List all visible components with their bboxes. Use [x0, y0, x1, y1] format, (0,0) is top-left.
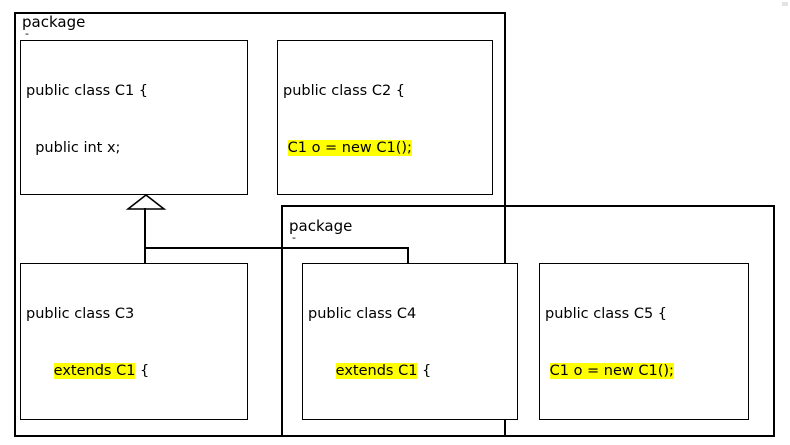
highlighted-extends: extends C1 — [335, 363, 418, 379]
package-2-sublabel: - — [292, 231, 296, 244]
class-line-extends: extends C1 { — [335, 363, 432, 379]
package-1-frame — [14, 12, 506, 437]
class-box-c5: public class C5 { C1 o = new C1(); can a… — [539, 263, 749, 420]
class-line: C1 o = new C1(); — [278, 139, 492, 158]
class-line: can access x; — [21, 419, 247, 420]
class-line-header: public class C3 — [26, 306, 135, 322]
generalization-stem — [144, 208, 146, 266]
class-box-c1: public class C1 { public int x; protecte… — [20, 40, 248, 195]
class-line: C1 o = new C1(); — [540, 362, 748, 381]
class-line: public class C5 { — [545, 306, 668, 322]
class-line: can access x; — [303, 419, 517, 420]
class-line: public class C2 { — [283, 83, 406, 99]
package-2-frame — [281, 205, 775, 437]
generalization-branch-horizontal — [144, 247, 409, 249]
package-2-label: package — [289, 217, 353, 235]
class-line-header: public class C4 — [308, 306, 417, 322]
highlighted-code: C1 o = new C1(); — [287, 140, 412, 156]
package-1-sublabel: - — [25, 27, 29, 40]
capture-artifact — [782, 2, 788, 6]
class-line: public int x; — [35, 140, 121, 156]
class-box-c4: public class C4 extends C1 { can access … — [302, 263, 518, 420]
class-line-extends: extends C1 { — [53, 363, 150, 379]
generalization-branch-to-c4 — [407, 247, 409, 266]
class-line: can access o.x; — [540, 419, 748, 420]
package-1-label: package — [22, 13, 86, 31]
class-box-c3: public class C3 extends C1 { can access … — [20, 263, 248, 420]
highlighted-extends: extends C1 — [53, 363, 136, 379]
generalization-arrowhead-icon — [125, 193, 167, 210]
class-line: public class C1 { — [26, 83, 149, 99]
highlighted-code: C1 o = new C1(); — [549, 363, 674, 379]
class-box-c2: public class C2 { C1 o = new C1(); can a… — [277, 40, 493, 195]
